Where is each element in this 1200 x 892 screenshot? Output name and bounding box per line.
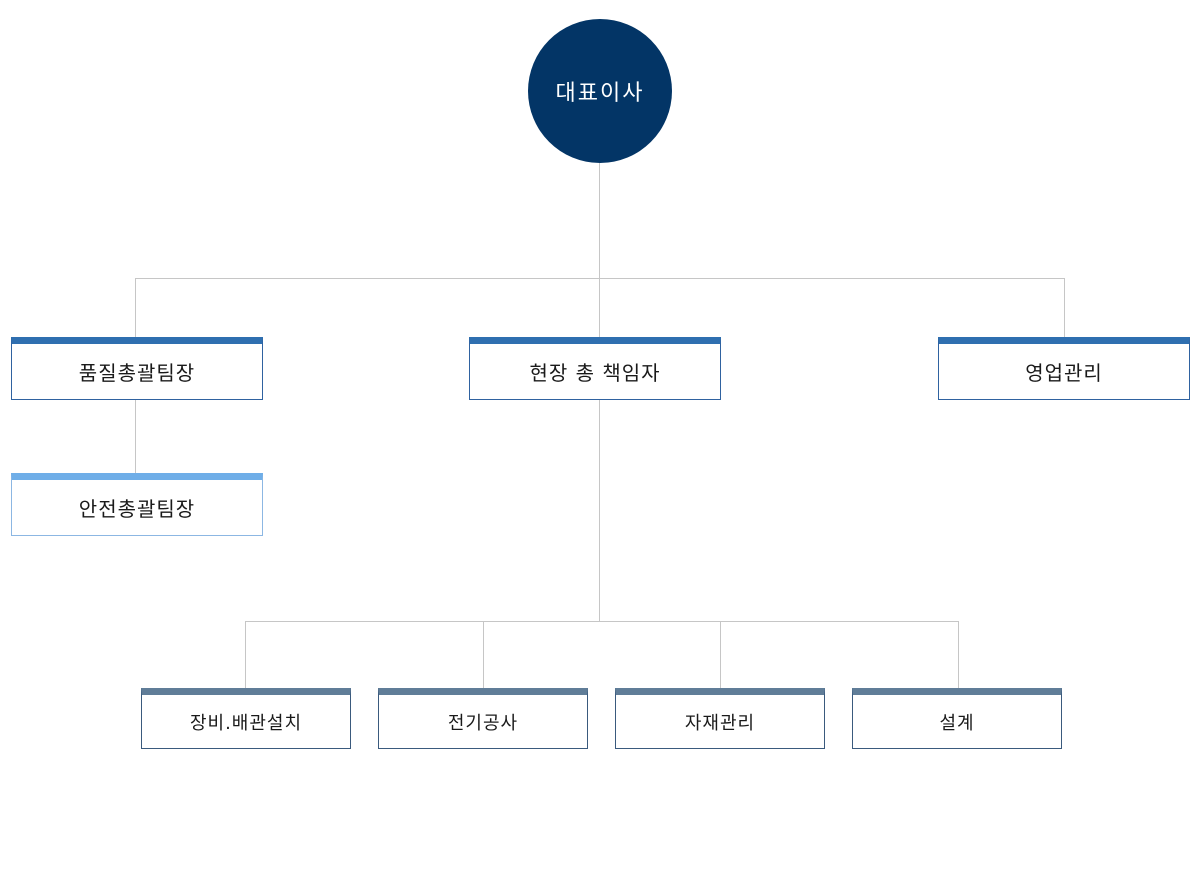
connector-to-team-4 [958, 621, 959, 689]
connector-to-quality [135, 278, 136, 338]
connector-to-sales [1064, 278, 1065, 338]
connector-quality-to-safety [135, 400, 136, 474]
team-node: 전기공사 [378, 688, 588, 749]
site-manager-node: 현장 총 책임자 [469, 337, 721, 400]
team-label: 전기공사 [447, 712, 519, 734]
quality-manager-node: 품질총괄팀장 [11, 337, 263, 400]
sales-management-node: 영업관리 [938, 337, 1190, 400]
site-manager-label: 현장 총 책임자 [529, 361, 661, 385]
connector-ceo-down [599, 163, 600, 278]
connector-to-team-1 [245, 621, 246, 689]
ceo-label: 대표이사 [555, 81, 645, 106]
sales-management-label: 영업관리 [1025, 361, 1103, 385]
safety-manager-label: 안전총괄팀장 [78, 497, 196, 521]
team-node: 장비.배관설치 [141, 688, 351, 749]
connector-level1-bus [135, 278, 1065, 279]
connector-to-site [599, 278, 600, 338]
team-node: 자재관리 [615, 688, 825, 749]
team-label: 설계 [939, 712, 975, 734]
team-node: 설계 [852, 688, 1062, 749]
quality-manager-label: 품질총괄팀장 [78, 361, 196, 385]
connector-level2-bus [245, 621, 959, 622]
safety-manager-node: 안전총괄팀장 [11, 473, 263, 536]
connector-site-down [599, 400, 600, 622]
team-label: 자재관리 [684, 712, 756, 734]
ceo-node: 대표이사 [528, 19, 672, 163]
team-label: 장비.배관설치 [189, 712, 303, 734]
connector-to-team-3 [720, 621, 721, 689]
connector-to-team-2 [483, 621, 484, 689]
